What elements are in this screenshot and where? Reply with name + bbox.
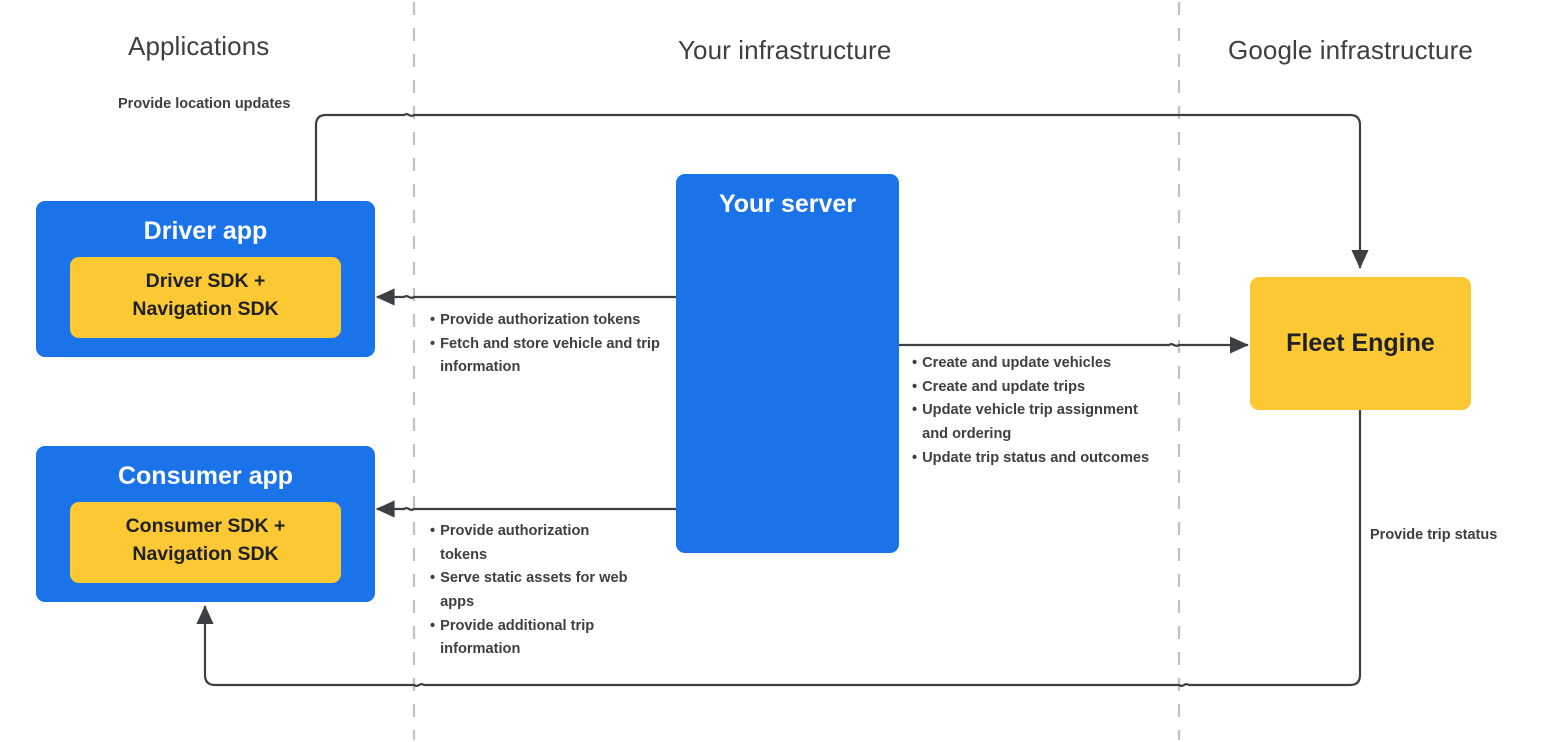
node-your-server-label: Your server <box>718 190 857 218</box>
edge-label-provide-location-updates: Provide location updates <box>118 96 291 112</box>
bullet-item: • Create and update trips <box>912 376 1158 400</box>
node-consumer-app-label: Consumer app <box>117 462 294 490</box>
column-header-your-infrastructure: Your infrastructure <box>678 35 892 65</box>
bullet-text: Serve static assets for web apps <box>440 570 628 610</box>
node-consumer-sdk-line1: Consumer SDK + <box>125 515 286 537</box>
bullet-text: Create and update trips <box>922 378 1086 395</box>
node-consumer-app[interactable]: Consumer app Consumer SDK + Navigation S… <box>36 446 375 602</box>
bullet-dot: • <box>430 335 436 352</box>
edge-server-fleet-engine <box>899 336 1249 354</box>
bullet-dot: • <box>912 402 918 419</box>
bullet-item: • Provide additional trip information <box>430 615 635 662</box>
bullet-item: • Update trip status and outcomes <box>912 447 1158 471</box>
bullet-dot: • <box>430 570 436 587</box>
bullet-item: • Serve static assets for web apps <box>430 567 635 614</box>
bullet-dot: • <box>430 617 436 634</box>
bullet-text: Fetch and store vehicle and trip informa… <box>440 335 660 376</box>
node-driver-app-label: Driver app <box>143 217 268 245</box>
bullet-text: Provide authorization tokens <box>440 312 641 328</box>
node-driver-sdk-line2: Navigation SDK <box>132 298 279 320</box>
bullet-dot: • <box>912 378 918 395</box>
bullet-item: • Provide authorization tokens <box>430 520 635 567</box>
edge-bullets-driver-server: • Provide authorization tokens • Fetch a… <box>430 309 662 380</box>
node-driver-app[interactable]: Driver app Driver SDK + Navigation SDK <box>36 201 375 357</box>
bullet-item: • Fetch and store vehicle and trip infor… <box>430 333 662 380</box>
bullet-text: Provide additional trip information <box>440 617 595 658</box>
bullet-item: • Provide authorization tokens <box>430 309 662 333</box>
node-fleet-engine-label: Fleet Engine <box>1286 329 1435 357</box>
edge-bullets-server-fleet-engine: • Create and update vehicles • Create an… <box>912 352 1158 470</box>
node-fleet-engine[interactable]: Fleet Engine <box>1250 277 1471 410</box>
edge-label-provide-trip-status: Provide trip status <box>1370 527 1498 543</box>
node-driver-sdk[interactable]: Driver SDK + Navigation SDK <box>70 257 341 338</box>
column-header-applications: Applications <box>128 31 270 61</box>
bullet-dot: • <box>912 449 918 466</box>
node-your-server[interactable]: Your server <box>676 174 899 553</box>
column-header-google-infrastructure: Google infrastructure <box>1228 35 1473 65</box>
bullet-dot: • <box>430 523 436 539</box>
edge-bullets-consumer-server: • Provide authorization tokens • Serve s… <box>430 520 635 662</box>
bullet-text: Update vehicle trip assignment and order… <box>922 402 1138 442</box>
bullet-dot: • <box>912 355 918 371</box>
bullet-text: Update trip status and outcomes <box>922 449 1150 466</box>
bullet-text: Create and update vehicles <box>922 355 1112 371</box>
bullet-dot: • <box>430 312 436 328</box>
bullet-item: • Create and update vehicles <box>912 352 1158 376</box>
bullet-item: • Update vehicle trip assignment and ord… <box>912 399 1158 446</box>
node-driver-sdk-line1: Driver SDK + <box>145 270 266 292</box>
bullet-text: Provide authorization tokens <box>440 523 590 563</box>
node-consumer-sdk-line2: Navigation SDK <box>132 543 279 565</box>
node-consumer-sdk[interactable]: Consumer SDK + Navigation SDK <box>70 502 341 583</box>
